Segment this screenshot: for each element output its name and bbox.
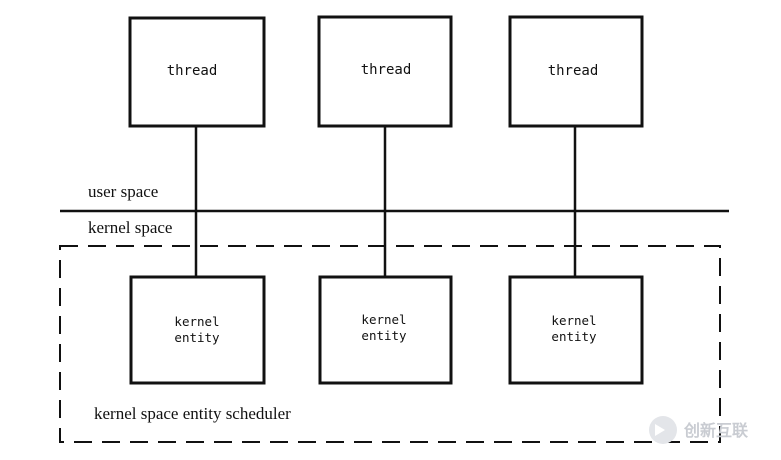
- watermark-logo: 创新互联: [649, 416, 748, 444]
- kernel-entity-line1-1: kernel: [174, 314, 219, 329]
- kernel-entity-line2-2: entity: [361, 328, 407, 343]
- kernel-entity-line1-2: kernel: [361, 312, 406, 327]
- thread-box-3: [508, 15, 644, 128]
- kernel-entity-box-1: [129, 275, 266, 385]
- kernel-entity-box-3: [508, 275, 644, 385]
- kernel-entity-box-2: [318, 275, 453, 385]
- thread-label-1: thread: [167, 63, 218, 79]
- scheduler-label: kernel space entity scheduler: [94, 404, 291, 423]
- watermark-text: 创新互联: [683, 421, 748, 440]
- thread-label-3: thread: [548, 63, 599, 79]
- thread-label-2: thread: [361, 62, 412, 78]
- kernel-space-label: kernel space: [88, 218, 172, 237]
- watermark-icon-mark: [655, 424, 665, 436]
- kernel-entity-line1-3: kernel: [551, 313, 596, 328]
- kernel-entity-line2-1: entity: [174, 330, 220, 345]
- scheduler-region: [59, 245, 721, 443]
- thread-box-1: [128, 16, 266, 128]
- thread-box-2: [317, 15, 453, 128]
- user-space-label: user space: [88, 182, 158, 201]
- kernel-entity-line2-3: entity: [551, 329, 597, 344]
